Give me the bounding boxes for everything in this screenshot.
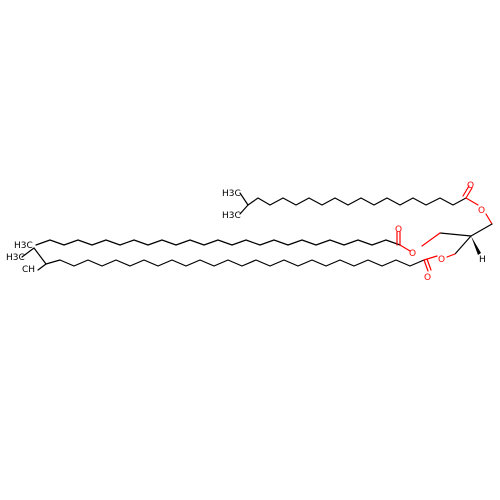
methyl-top-upper: H3C [222, 189, 241, 199]
methyl-bottom-lower: CH [22, 265, 35, 275]
atom-labels: O O O O O O H H3C H3C H3C H3C CH [6, 181, 486, 283]
stereo-hydrogen: H [479, 255, 486, 265]
oxygen-carbonyl-top: O [467, 181, 474, 191]
methyl-top-lower: H3C [222, 211, 241, 221]
bottom-acyl-chain [21, 247, 438, 272]
methyl-middle: H3C [14, 241, 33, 251]
methyl-bottom-upper: H3C [6, 253, 25, 263]
oxygen-ester-middle: O [409, 249, 416, 259]
oxygen-carbonyl-middle: O [395, 225, 402, 235]
oxygen-carbonyl-bottom: O [424, 273, 431, 283]
glycerol-backbone [421, 213, 493, 258]
top-acyl-chain [239, 185, 479, 215]
middle-acyl-chain [35, 231, 411, 252]
oxygen-ester-bottom: O [438, 255, 445, 265]
oxygen-ester-top: O [478, 206, 485, 216]
